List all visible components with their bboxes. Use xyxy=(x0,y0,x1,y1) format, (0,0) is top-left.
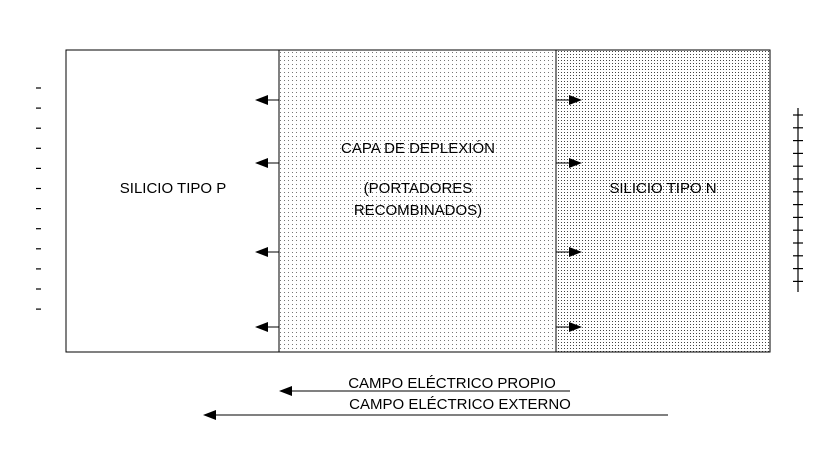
right-arrowhead-0 xyxy=(569,95,582,105)
right-arrowhead-3 xyxy=(569,322,582,332)
n-type-region xyxy=(555,49,771,353)
depletion-label-line1: CAPA DE DEPLEXIÓN xyxy=(341,140,495,157)
right-arrowhead-1 xyxy=(569,158,582,168)
internal-field-label: CAMPO ELÉCTRICO PROPIO xyxy=(348,375,556,392)
external-field-label: CAMPO ELÉCTRICO EXTERNO xyxy=(349,396,571,413)
depletion-label-line3: RECOMBINADOS) xyxy=(354,202,482,219)
p-type-label: SILICIO TIPO P xyxy=(120,180,226,197)
depletion-label-line2: (PORTADORES xyxy=(364,180,473,197)
left-arrowhead-2 xyxy=(255,247,268,257)
left-arrowhead-3 xyxy=(255,322,268,332)
left-arrowhead-1 xyxy=(255,158,268,168)
positive-charges xyxy=(793,108,803,292)
right-arrowhead-2 xyxy=(569,247,582,257)
depletion-region xyxy=(278,49,557,353)
p-type-region xyxy=(65,49,280,353)
internal-field-arrowhead xyxy=(279,386,292,396)
negative-charges xyxy=(36,87,41,310)
n-type-label: SILICIO TIPO N xyxy=(609,180,716,197)
boundary-field-arrows xyxy=(255,95,582,332)
external-field-arrowhead xyxy=(203,410,216,420)
left-arrowhead-0 xyxy=(255,95,268,105)
